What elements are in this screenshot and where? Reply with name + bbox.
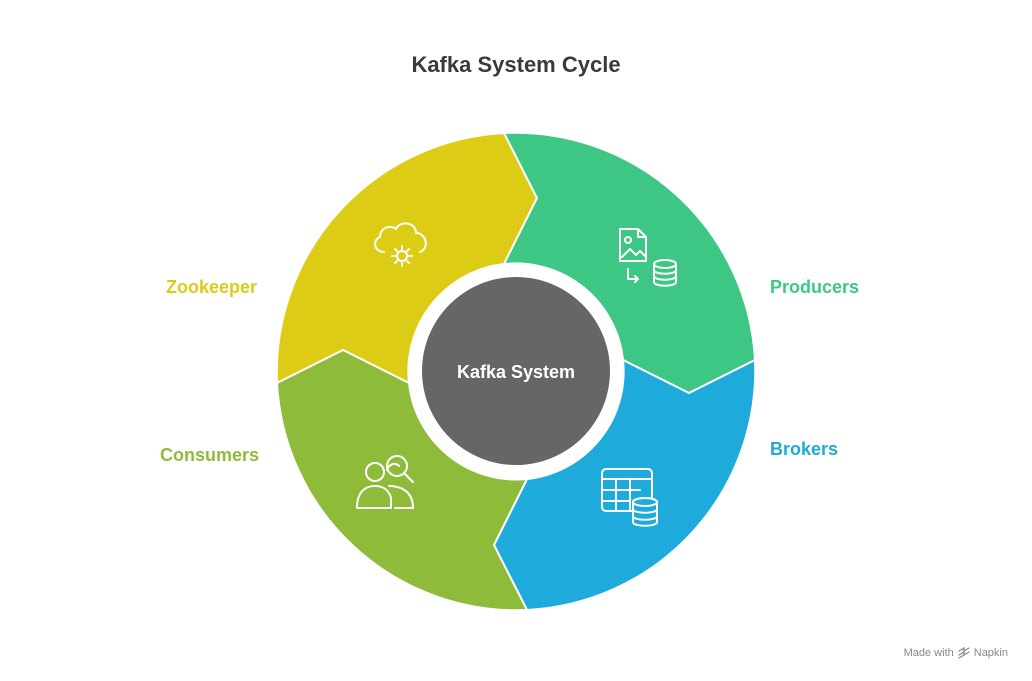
center-label: Kafka System <box>457 362 575 382</box>
label-producers: Producers <box>770 277 860 297</box>
cloud-gear-icon <box>374 222 427 267</box>
footer-credit: Made with Napkin <box>904 647 1008 659</box>
table-database-icon <box>601 468 658 527</box>
napkin-brand-text: Napkin <box>973 647 1008 659</box>
napkin-logo-icon <box>958 647 970 659</box>
segment-consumers <box>275 348 529 612</box>
segment-brokers <box>492 358 757 612</box>
center-circle <box>422 277 610 465</box>
users-search-icon <box>356 455 414 509</box>
label-zookeeper: Zookeeper <box>166 277 258 297</box>
diagram-title: Kafka System Cycle <box>411 52 621 77</box>
label-brokers: Brokers <box>770 439 839 459</box>
label-consumers: Consumers <box>160 445 260 465</box>
segment-producers <box>502 131 757 395</box>
made-with-text: Made with <box>903 647 954 659</box>
file-to-database-icon <box>619 228 677 287</box>
